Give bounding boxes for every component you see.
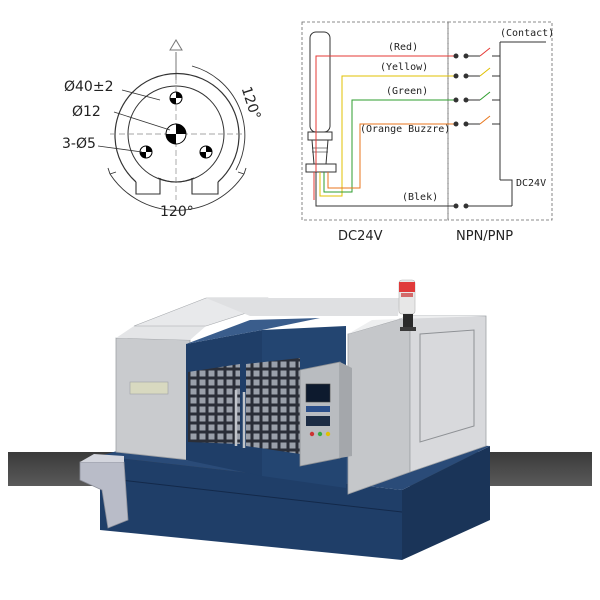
center-hole-label: Ø12 xyxy=(72,104,101,120)
right-caption: NPN/PNP xyxy=(456,229,513,244)
center-hole-mark xyxy=(165,123,187,145)
chip-conveyor xyxy=(79,454,129,529)
angle-right-label: 120° xyxy=(238,85,264,122)
wires xyxy=(313,55,456,207)
wire-label-green: (Green) xyxy=(386,86,428,97)
signal-tower-light xyxy=(398,279,416,331)
screw-hole-label: 3-Ø5 xyxy=(62,136,96,152)
outer-diameter-label: Ø40±2 xyxy=(64,79,113,95)
wire-green xyxy=(323,99,456,193)
panel-screen xyxy=(305,383,331,403)
contact-box xyxy=(447,21,553,221)
tower-light-drawing xyxy=(305,31,337,173)
wire-label-yellow: (Yellow) xyxy=(380,62,428,73)
nameplate xyxy=(129,381,169,395)
side-panel xyxy=(419,329,475,443)
door-window-left xyxy=(188,364,240,444)
wire-yellow xyxy=(319,75,456,197)
wire-orange xyxy=(327,123,456,189)
wire-label-black: (Blek) xyxy=(402,192,438,203)
wire-label-red: (Red) xyxy=(388,42,418,53)
wire-red xyxy=(313,55,456,200)
angle-bottom-label: 120° xyxy=(160,204,194,220)
wire-black xyxy=(315,172,456,207)
wire-label-orange: (Orange Buzzre) xyxy=(360,124,450,135)
left-caption: DC24V xyxy=(338,229,383,244)
contact-label: (Contact) xyxy=(500,28,554,39)
up-arrow-icon xyxy=(169,39,183,80)
machine-body xyxy=(115,297,487,495)
supply-label: DC24V xyxy=(516,178,546,189)
door-window-right xyxy=(246,358,300,454)
control-panel xyxy=(299,361,352,467)
machine-scene xyxy=(0,279,600,600)
mount-drawing: Ø40±2 Ø12 3-Ø5 120° 120° xyxy=(62,39,264,220)
contacts xyxy=(453,41,546,209)
wiring-diagram: (Contact) (Red) (Yellow) (Green) (Orange… xyxy=(301,21,554,244)
screw-hole-marks xyxy=(139,91,213,159)
